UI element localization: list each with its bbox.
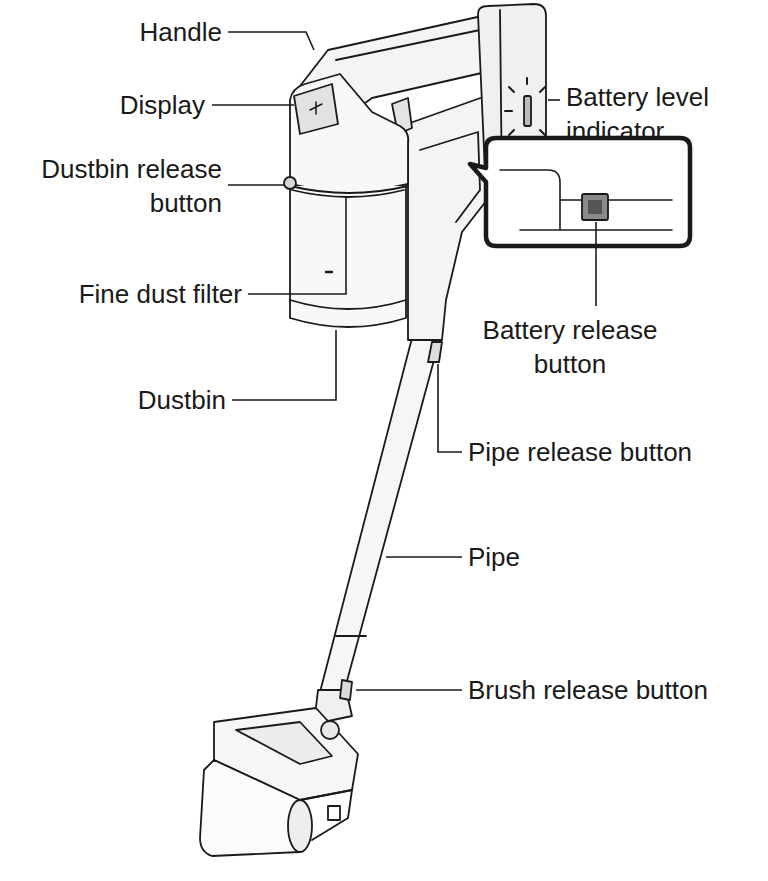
dustbin-shape <box>290 186 406 327</box>
brush-head-cover <box>236 722 332 764</box>
flash-ray <box>505 110 512 112</box>
flash-ray <box>540 87 545 92</box>
flash-ray <box>509 87 514 92</box>
rear-body <box>396 96 490 340</box>
button-face <box>588 200 602 214</box>
leader-line <box>232 330 336 400</box>
brush-roller <box>200 760 300 856</box>
brush-side <box>300 790 352 840</box>
dustbin-band <box>290 186 408 193</box>
dustbin-release-knob <box>284 177 296 189</box>
motor-head <box>290 74 408 191</box>
roller-end <box>288 800 312 852</box>
leader-line <box>356 689 462 691</box>
filter-band <box>292 190 404 197</box>
display-panel <box>294 84 338 134</box>
flash-ray <box>509 130 514 135</box>
pipe-shape <box>320 338 440 692</box>
leader-line <box>212 104 294 106</box>
zoom-callout <box>470 138 690 246</box>
battery-level-indicator <box>524 96 531 126</box>
battery-release-button <box>582 194 608 220</box>
flash-ray <box>526 78 528 84</box>
leader-line <box>248 196 346 294</box>
leader-line <box>548 99 560 101</box>
part-label: Display <box>20 88 205 122</box>
brush-swivel <box>321 721 339 739</box>
handle-line <box>336 30 480 60</box>
leader-line <box>595 222 597 306</box>
leader-line <box>386 556 462 558</box>
part-label: Fine dust filter <box>4 277 242 311</box>
dustbin-bottom-ring <box>290 300 406 309</box>
brush-release-button <box>340 680 352 700</box>
part-label: Handle <box>20 15 222 49</box>
part-label: Dustbin <box>20 383 226 417</box>
leader-line <box>228 32 314 50</box>
part-label: Dustbin release button <box>6 152 222 220</box>
part-label: Pipe <box>468 540 668 574</box>
part-label: Battery level indicator <box>566 80 758 148</box>
battery-bottom-view <box>500 170 672 230</box>
rear-body-line <box>420 132 480 222</box>
pipe-joint <box>336 635 366 637</box>
part-label: Battery release button <box>470 313 670 381</box>
leader-line <box>438 364 462 452</box>
indicator-flash <box>505 78 545 144</box>
part-label: Brush release button <box>468 673 760 707</box>
pipe-release-button <box>428 342 442 362</box>
brush-slot <box>328 806 340 820</box>
display-icon <box>310 102 322 114</box>
flash-ray <box>540 130 545 135</box>
dustbin-mark <box>326 271 332 273</box>
part-label: Pipe release button <box>468 435 760 469</box>
leader-line <box>228 184 284 186</box>
